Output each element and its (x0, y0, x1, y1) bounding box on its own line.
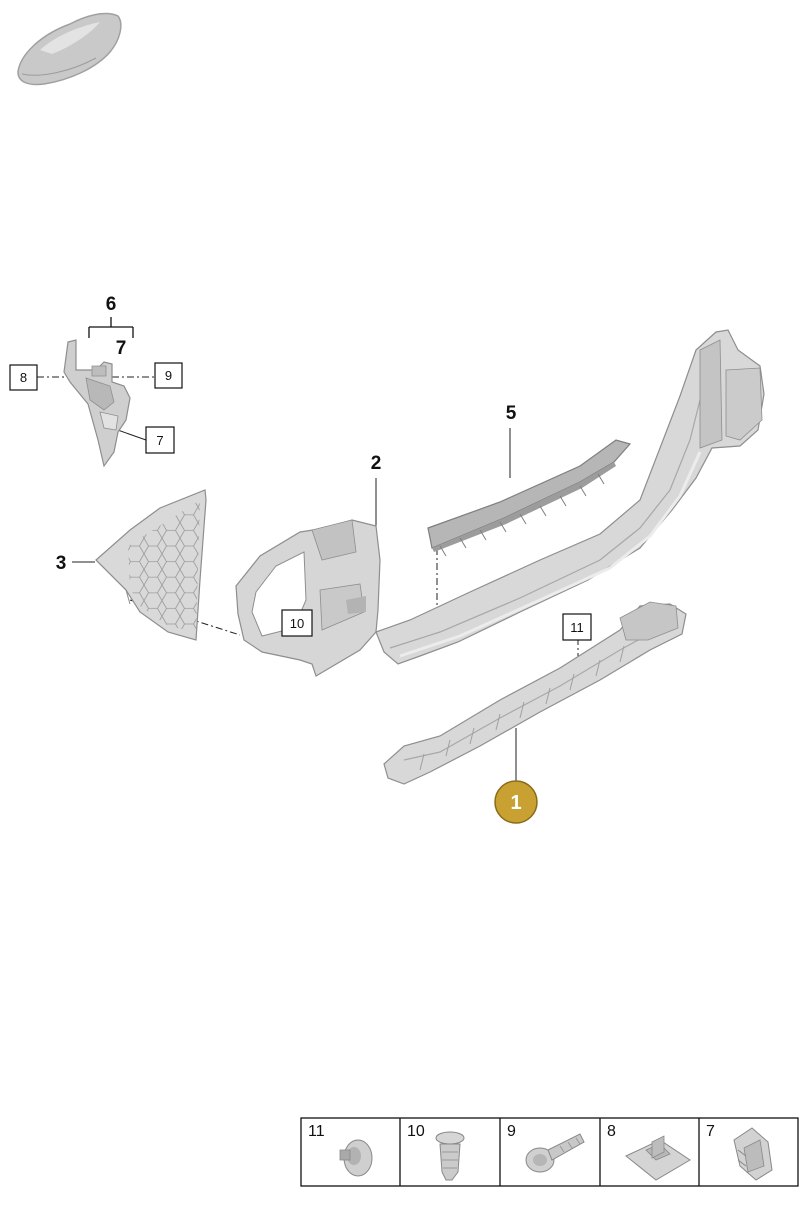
legend-cell-10: 10 (407, 1123, 465, 1181)
svg-text:11: 11 (308, 1123, 325, 1140)
svg-text:8: 8 (20, 370, 27, 385)
svg-text:11: 11 (570, 620, 584, 635)
svg-text:8: 8 (607, 1123, 616, 1140)
clip-icon (435, 1131, 465, 1181)
vehicle-thumbnail-icon (17, 12, 122, 86)
part-2-sill-end-piece (235, 519, 381, 677)
callout-box-8: 8 (9, 364, 38, 391)
part-6-bracket (63, 339, 131, 468)
svg-text:10: 10 (407, 1123, 425, 1140)
legend-cell-7: 7 (706, 1123, 773, 1181)
legend-cell-9: 9 (507, 1123, 585, 1173)
part-5-sill-plate (427, 439, 632, 557)
svg-text:9: 9 (165, 368, 172, 383)
callout-box-7: 7 (145, 426, 175, 454)
callout-box-11: 11 (562, 613, 592, 641)
svg-text:7: 7 (706, 1123, 715, 1140)
svg-text:1: 1 (510, 792, 521, 814)
svg-text:10: 10 (290, 616, 304, 631)
legend-cell-8: 8 (607, 1123, 691, 1181)
legend-cell-11: 11 (308, 1123, 373, 1177)
callout-7-bracket-line (88, 317, 134, 338)
callout-6: 6 (106, 294, 117, 315)
part-3-honeycomb-panel (95, 489, 207, 641)
callout-7-bracket: 7 (116, 338, 127, 359)
svg-text:7: 7 (156, 433, 163, 448)
svg-text:9: 9 (507, 1123, 516, 1140)
part-sill-trim-main (375, 329, 765, 665)
push-rivet-icon (339, 1139, 373, 1177)
part-1-sill-support (383, 601, 687, 785)
hardware-legend: 11 10 9 8 (300, 1117, 799, 1187)
callout-3: 3 (56, 553, 67, 574)
callout-badge-1[interactable]: 1 (494, 780, 538, 824)
callout-5: 5 (506, 403, 517, 424)
callout-box-10: 10 (281, 609, 313, 637)
bolt-icon (525, 1133, 585, 1173)
speed-nut-icon (625, 1135, 691, 1181)
callout-2: 2 (371, 453, 382, 474)
callout-box-9: 9 (154, 362, 183, 389)
spring-clip-icon (733, 1127, 773, 1181)
